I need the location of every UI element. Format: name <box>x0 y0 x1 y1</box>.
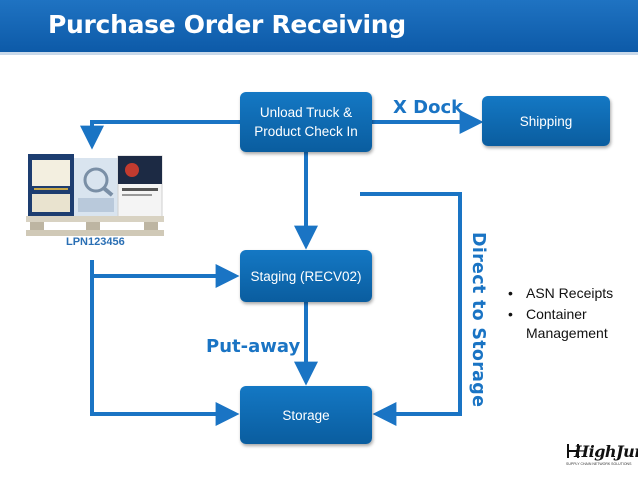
list-item: •Container Management <box>508 306 608 341</box>
pallet-deck <box>26 216 164 222</box>
storage-label: Storage <box>282 407 330 423</box>
arrow-pallet-to-staging <box>90 260 240 288</box>
staging-label: Staging (RECV02) <box>250 268 362 284</box>
shipping-label: Shipping <box>519 113 573 129</box>
arrow-direct-to-storage <box>360 192 462 426</box>
bullet-text: ASN Receipts <box>526 285 614 301</box>
direct-to-storage-label: Direct to Storage <box>468 232 488 408</box>
arrow-pallet-to-storage <box>90 276 240 426</box>
list-item: •ASN Receipts <box>508 285 614 301</box>
bullet-text: Container Management <box>526 306 608 341</box>
lpn-label: LPN123456 <box>66 236 125 248</box>
pallet-with-books-image <box>26 154 164 236</box>
shipping-node: Shipping <box>482 96 610 146</box>
logo-wordmark: HighJump <box>574 442 638 461</box>
arrow-unload-to-pallet <box>80 120 240 150</box>
highjump-logo: HighJump SUPPLY CHAIN NETWORK SOLUTIONS <box>566 440 638 470</box>
staging-node: Staging (RECV02) <box>240 250 372 302</box>
feature-list: •ASN Receipts •Container Management <box>506 284 634 345</box>
storage-node: Storage <box>240 386 372 444</box>
putaway-label: Put-away <box>206 336 301 357</box>
logo-tagline: SUPPLY CHAIN NETWORK SOLUTIONS <box>566 462 632 466</box>
unload-truck-label: Unload Truck & Product Check In <box>254 105 358 139</box>
unload-truck-node: Unload Truck & Product Check In <box>240 92 372 152</box>
slide-title: Purchase Order Receiving <box>48 10 406 39</box>
title-bar: Purchase Order Receiving <box>0 0 638 52</box>
logo-mark-icon <box>567 444 579 458</box>
title-divider <box>0 52 638 55</box>
xdock-label: X Dock <box>393 97 464 118</box>
